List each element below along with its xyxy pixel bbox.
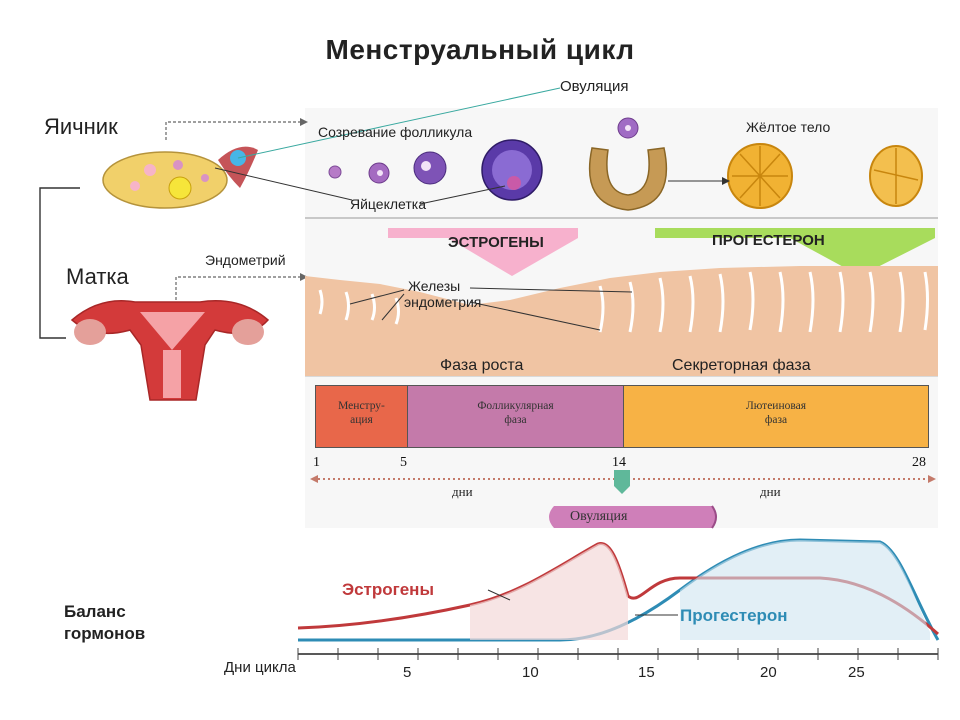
days-label-right: дни bbox=[760, 484, 781, 499]
ovary-arrow bbox=[165, 121, 300, 140]
ovulation-badge-shape bbox=[549, 506, 716, 528]
page-title: Менструальный цикл bbox=[325, 34, 635, 65]
ovary-label: Яичник bbox=[44, 114, 118, 139]
hormone-balance-label-line2: гормонов bbox=[64, 624, 146, 643]
estrogens-arrow-shape bbox=[388, 228, 578, 276]
ovary-uterus-bracket bbox=[39, 187, 80, 339]
corpus-luteum bbox=[727, 143, 923, 209]
egg-cell-label: Яйцеклетка bbox=[350, 196, 426, 212]
progesterone-arrow-label: ПРОГЕСТЕРОН bbox=[712, 232, 825, 249]
growth-phase-label: Фаза роста bbox=[440, 357, 524, 374]
estrogen-area bbox=[470, 543, 628, 640]
cycle-days-axis-label: Дни цикла bbox=[224, 659, 296, 676]
glands-label-line1: Железы bbox=[408, 278, 461, 294]
tick-20: 20 bbox=[760, 664, 777, 681]
estrogen-label: Эстрогены bbox=[342, 580, 434, 599]
progesterone-arrow-shape bbox=[655, 228, 935, 276]
day-14: 14 bbox=[612, 455, 626, 470]
tick-15: 15 bbox=[638, 664, 655, 681]
ovary-illustration bbox=[102, 146, 258, 209]
endometrium-label: Эндометрий bbox=[205, 252, 286, 268]
ovulation-top-label: Овуляция bbox=[560, 78, 629, 95]
hormone-chart bbox=[297, 538, 940, 660]
endometrium-tissue bbox=[305, 266, 938, 376]
uterus-label: Матка bbox=[66, 264, 129, 289]
ovulation-badge: Овуляция bbox=[570, 509, 628, 524]
progesterone-label: Прогестерон bbox=[680, 606, 788, 625]
day-5: 5 bbox=[400, 455, 407, 470]
secretory-phase-label: Секреторная фаза bbox=[672, 357, 811, 374]
uterus-arrow bbox=[175, 276, 300, 300]
uterus-illustration bbox=[70, 300, 270, 401]
follicle-sequence bbox=[328, 117, 639, 201]
tick-25: 25 bbox=[848, 664, 865, 681]
ovulation-marker bbox=[614, 470, 630, 494]
tick-5: 5 bbox=[403, 664, 412, 681]
estrogens-arrow-label: ЭСТРОГЕНЫ bbox=[448, 234, 544, 251]
hormone-balance-label-line1: Баланс bbox=[64, 602, 126, 621]
glands-label-line2: эндометрия bbox=[404, 294, 482, 310]
corpus-luteum-label: Жёлтое тело bbox=[746, 119, 831, 135]
day-28: 28 bbox=[912, 455, 926, 470]
tick-10: 10 bbox=[522, 664, 539, 681]
ruptured-follicle bbox=[588, 147, 668, 211]
day-1: 1 bbox=[313, 455, 320, 470]
follicle-maturation-label: Созревание фолликула bbox=[318, 124, 473, 140]
phase-menstruation: Менстру-ация bbox=[315, 385, 408, 448]
progesterone-area bbox=[680, 540, 930, 640]
days-label-left: дни bbox=[452, 484, 473, 499]
